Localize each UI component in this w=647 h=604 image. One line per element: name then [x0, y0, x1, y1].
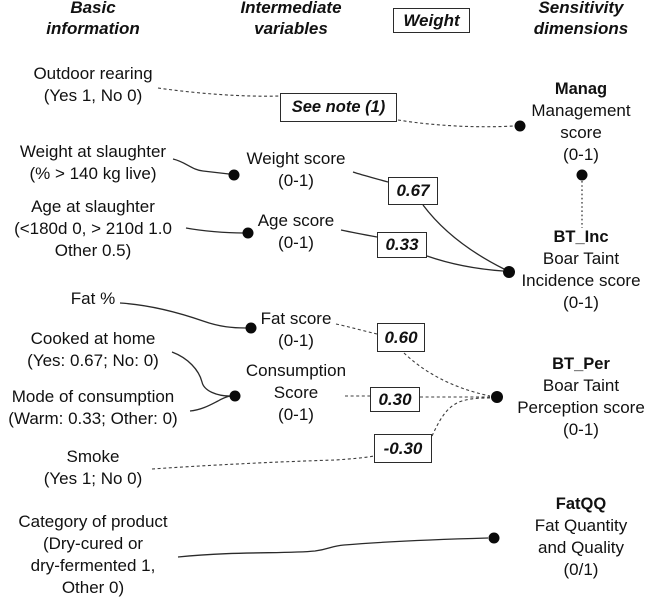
- connector-category-to-fatqq: [177, 537, 489, 558]
- connector-060-to-btper: [403, 352, 491, 397]
- weight-box-minus-0-30: -0.30: [374, 434, 432, 463]
- column-header-weight-box: Weight: [393, 8, 470, 33]
- basic-item-category-of-product: Category of product (Dry-cured or dry-fe…: [18, 512, 168, 597]
- connector-weightslaughter-to-weightscore: [172, 158, 230, 175]
- sensitivity-label-btinc: Boar Taint Incidence score (0-1): [521, 249, 641, 312]
- connector-033-to-btinc: [426, 255, 504, 272]
- sensitivity-item-btper: BT_Per Boar Taint Perception score (0-1): [501, 353, 647, 441]
- basic-item-smoke: Smoke (Yes 1; No 0): [43, 447, 143, 488]
- basic-item-age-at-slaughter: Age at slaughter (<180d 0, > 210d 1.0 Ot…: [14, 197, 172, 260]
- connector-smoke-to-minus030: [151, 455, 375, 470]
- node-dot-weight-score: [228, 169, 240, 181]
- node-dot-btinc: [503, 266, 515, 278]
- sensitivity-label-fatqq: Fat Quantity and Quality (0/1): [534, 516, 628, 579]
- basic-item-outdoor-rearing: Outdoor rearing (Yes 1, No 0): [33, 64, 153, 105]
- sensitivity-item-manag: Manag Management score (0-1): [501, 78, 647, 166]
- intermediate-item-fat-score: Fat score (0-1): [260, 309, 332, 350]
- connector-outdoor-to-note: [157, 87, 280, 97]
- connector-weightscore-to-067: [352, 171, 389, 183]
- node-dot-fatqq: [488, 532, 500, 544]
- basic-item-weight-at-slaughter: Weight at slaughter (% > 140 kg live): [19, 142, 167, 183]
- sensitivity-code-btinc: BT_Inc: [553, 228, 609, 246]
- basic-item-cooked-at-home: Cooked at home (Yes: 0.67; No: 0): [27, 329, 159, 370]
- connector-cooked-to-consumption: [171, 351, 231, 397]
- see-note-box: See note (1): [280, 93, 397, 122]
- connector-067-to-btinc: [422, 204, 505, 270]
- node-dot-consumption-score: [229, 390, 241, 402]
- node-dot-fat-score: [245, 322, 257, 334]
- column-header-basic-information: Basic information: [46, 0, 140, 38]
- weight-value: 0.33: [385, 235, 419, 254]
- weight-value: 0.60: [384, 327, 418, 347]
- sensitivity-item-btinc: BT_Inc Boar Taint Incidence score (0-1): [501, 226, 647, 314]
- connector-minus030-to-btper: [431, 397, 491, 437]
- connector-ageslaughter-to-agescore: [185, 227, 244, 234]
- node-dot-manag-bottom: [576, 169, 588, 181]
- see-note-label: See note (1): [291, 98, 386, 116]
- weight-value: 0.67: [396, 181, 430, 200]
- sensitivity-code-manag: Manag: [554, 80, 608, 98]
- connector-mode-to-consumption: [189, 395, 231, 412]
- sensitivity-code-btper: BT_Per: [552, 355, 610, 373]
- weight-box-0-60: 0.60: [377, 323, 425, 352]
- connector-agescore-to-033: [340, 229, 378, 238]
- column-header-intermediate-variables: Intermediate variables: [240, 0, 342, 38]
- connector-note-to-manag: [397, 119, 515, 128]
- sensitivity-item-fatqq: FatQQ Fat Quantity and Quality (0/1): [501, 493, 647, 581]
- column-header-weight-label: Weight: [403, 10, 460, 30]
- column-header-sensitivity-dimensions: Sensitivity dimensions: [533, 0, 629, 38]
- intermediate-item-age-score: Age score (0-1): [257, 211, 335, 252]
- sensitivity-label-manag: Management score (0-1): [531, 101, 631, 164]
- node-dot-btper: [491, 391, 503, 403]
- weight-box-0-33: 0.33: [377, 232, 427, 258]
- weight-value: -0.30: [383, 438, 423, 458]
- weight-box-0-30: 0.30: [370, 387, 420, 412]
- node-dot-manag: [514, 120, 526, 132]
- connector-fatpct-to-fatscore: [119, 302, 247, 329]
- intermediate-item-consumption-score: Consumption Score (0-1): [245, 361, 347, 424]
- sensitivity-code-fatqq: FatQQ: [555, 495, 607, 513]
- sensitivity-label-btper: Boar Taint Perception score (0-1): [517, 376, 645, 439]
- basic-item-fat-percent: Fat %: [70, 289, 116, 308]
- weight-box-0-67: 0.67: [388, 177, 438, 205]
- basic-item-mode-of-consumption: Mode of consumption (Warm: 0.33; Other: …: [8, 387, 178, 428]
- node-dot-age-score: [242, 227, 254, 239]
- weight-value: 0.30: [378, 389, 412, 409]
- intermediate-item-weight-score: Weight score (0-1): [246, 149, 346, 190]
